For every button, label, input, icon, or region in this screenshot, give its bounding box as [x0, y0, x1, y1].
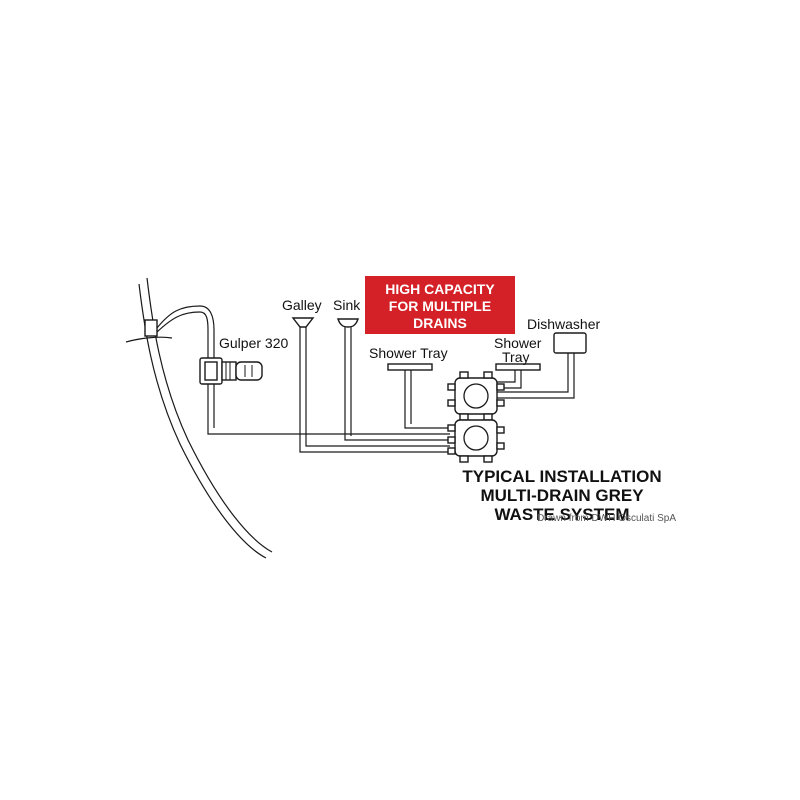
manifold-lower [447, 419, 505, 463]
sink-label: Sink [333, 297, 361, 313]
title-line-1: TYPICAL INSTALLATION [462, 467, 661, 486]
dishwasher [496, 332, 587, 399]
gulper-label: Gulper 320 [219, 335, 288, 351]
through-hull-outlet [144, 305, 215, 360]
capacity-banner: HIGH CAPACITY FOR MULTIPLE DRAINS [365, 276, 515, 334]
title-line-2: MULTI-DRAIN GREY [480, 486, 644, 505]
banner-line-2: FOR MULTIPLE [389, 298, 491, 314]
shower-tray-2-label-line2: Tray [502, 349, 529, 365]
banner-line-1: HIGH CAPACITY [385, 281, 495, 297]
title-line-3: WASTE SYSTEM [494, 505, 629, 524]
sink-drain [337, 318, 450, 441]
galley-drain [291, 317, 450, 453]
banner-background [365, 276, 515, 334]
shower-tray-1 [387, 363, 450, 429]
manifold-upper [447, 371, 505, 421]
dishwasher-label: Dishwasher [527, 316, 600, 332]
diagram-title: TYPICAL INSTALLATION MULTI-DRAIN GREY WA… [462, 467, 661, 524]
credit-text: Drawn from DWH Osculati SpA [537, 513, 676, 524]
gulper-pump [199, 357, 450, 435]
shower-tray-1-label: Shower Tray [369, 345, 448, 361]
banner-line-3: DRAINS [413, 315, 467, 331]
galley-label: Galley [282, 297, 322, 313]
shower-tray-2-label-line1: Shower [494, 335, 542, 351]
